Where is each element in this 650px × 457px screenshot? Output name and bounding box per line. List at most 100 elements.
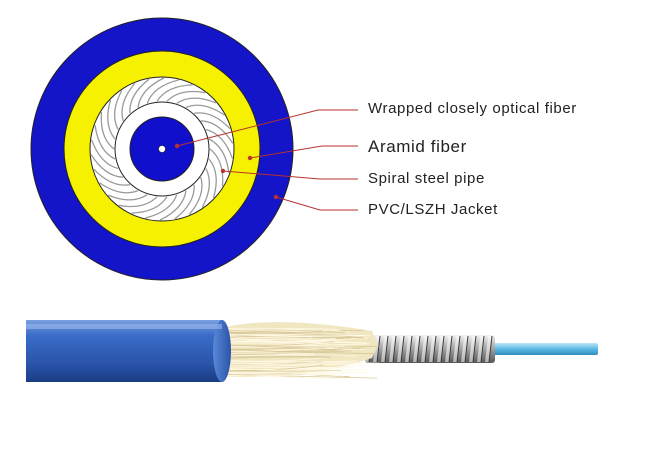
coil-edge	[432, 335, 437, 363]
spiral-blade	[93, 168, 131, 186]
spiral-blade	[121, 82, 136, 121]
aramid-strand	[221, 352, 316, 355]
aramid-strand	[221, 371, 369, 374]
label-wrapped-optical-fiber: Wrapped closely optical fiber	[368, 100, 577, 117]
coil-edge	[440, 335, 445, 363]
spiral-blade	[209, 148, 224, 187]
leader-line-optical-fiber	[176, 109, 358, 147]
spiral-blade	[193, 112, 231, 130]
spiral-blade	[90, 154, 124, 178]
aramid-strand	[221, 371, 359, 377]
spiral-blade	[100, 111, 115, 150]
spiral-blade	[129, 78, 150, 114]
aramid-strand	[221, 343, 371, 348]
aramid-strand	[221, 374, 377, 379]
spiral-blade	[200, 120, 234, 144]
coil-highlight	[405, 336, 412, 362]
coil-edge	[376, 335, 381, 363]
aramid-strand	[221, 372, 335, 375]
coil-edge	[464, 335, 469, 363]
pvc-jacket-body	[26, 320, 222, 382]
spiral-blade	[188, 177, 203, 216]
coil-highlight	[477, 336, 484, 362]
aramid-strand	[221, 332, 364, 338]
aramid-strand	[221, 368, 365, 371]
spiral-blade	[174, 184, 195, 220]
spiral-blade	[99, 182, 139, 194]
coil-highlight	[453, 336, 460, 362]
aramid-strand	[221, 354, 359, 357]
aramid-strand	[221, 355, 343, 358]
leader-dot-steel-pipe	[220, 168, 226, 174]
leader-dot-aramid	[247, 155, 253, 161]
coil-edge	[456, 335, 461, 363]
coil-edge	[408, 335, 413, 363]
spiral-blade	[176, 97, 217, 104]
aramid-strand	[221, 331, 334, 334]
spiral-blade	[185, 104, 225, 116]
spiral-blade	[137, 77, 165, 108]
aramid-strand	[221, 371, 344, 377]
pvc-jacket-end	[213, 320, 231, 382]
leader-line-steel-pipe	[222, 170, 358, 180]
aramid-strand	[221, 361, 380, 364]
leader-dot-optical-fiber	[174, 143, 180, 149]
spiral-blade	[166, 90, 206, 102]
spiral-blade	[107, 99, 116, 140]
spiral-blade	[94, 125, 116, 160]
spiral-steel-pipe	[90, 77, 234, 221]
coil-edge	[424, 335, 429, 363]
spiral-blade	[156, 84, 193, 102]
coil-highlight	[469, 336, 476, 362]
leader-dot-jacket	[273, 194, 279, 200]
coil-highlight	[429, 336, 436, 362]
coil-edge	[400, 335, 405, 363]
spiral-blade	[131, 196, 168, 214]
coil-highlight	[381, 336, 388, 362]
coil-edge	[416, 335, 421, 363]
spiral-blade	[159, 190, 187, 221]
coil-highlight	[485, 336, 492, 362]
coil-highlight	[461, 336, 468, 362]
aramid-strand	[221, 338, 357, 344]
coil-highlight	[397, 336, 404, 362]
aramid-strand	[221, 344, 337, 351]
coil-highlight	[413, 336, 420, 362]
spiral-blade	[113, 90, 123, 130]
spiral-blade	[205, 128, 234, 159]
aramid-strand	[221, 334, 363, 337]
leader-line-jacket	[275, 196, 358, 211]
aramid-strand	[221, 356, 332, 362]
coil-highlight	[437, 336, 444, 362]
cable-cross-section	[30, 17, 294, 281]
coil-highlight	[389, 336, 396, 362]
aramid-strand	[221, 346, 345, 352]
cable-side-view	[26, 320, 598, 382]
label-pvc-lszh-jacket: PVC/LSZH Jacket	[368, 201, 498, 218]
pvc-jacket-highlight	[26, 324, 222, 329]
spiral-blade	[107, 194, 148, 201]
fiber-center-dot	[158, 145, 166, 153]
spiral-blade	[90, 139, 119, 170]
leader-lines	[174, 109, 358, 211]
coil-edge	[472, 335, 477, 363]
aramid-fiber-bundle	[221, 322, 380, 380]
aramid-strand	[221, 338, 356, 344]
coil-edge	[480, 335, 485, 363]
leader-line-aramid	[249, 145, 358, 159]
coil-edge	[488, 335, 493, 363]
aramid-strand	[221, 350, 352, 356]
aramid-strand	[221, 327, 338, 330]
coil-edge	[448, 335, 453, 363]
label-spiral-steel-pipe: Spiral steel pipe	[368, 170, 485, 187]
label-aramid-fiber: Aramid fiber	[368, 137, 467, 156]
spiral-blade	[208, 138, 230, 173]
spiral-blade	[201, 168, 211, 208]
coil-edge	[392, 335, 397, 363]
spiral-blade	[146, 79, 179, 104]
spiral-blade	[208, 158, 217, 199]
coil-highlight	[421, 336, 428, 362]
spiral-blade	[118, 196, 158, 208]
spiral-blade	[145, 194, 178, 219]
